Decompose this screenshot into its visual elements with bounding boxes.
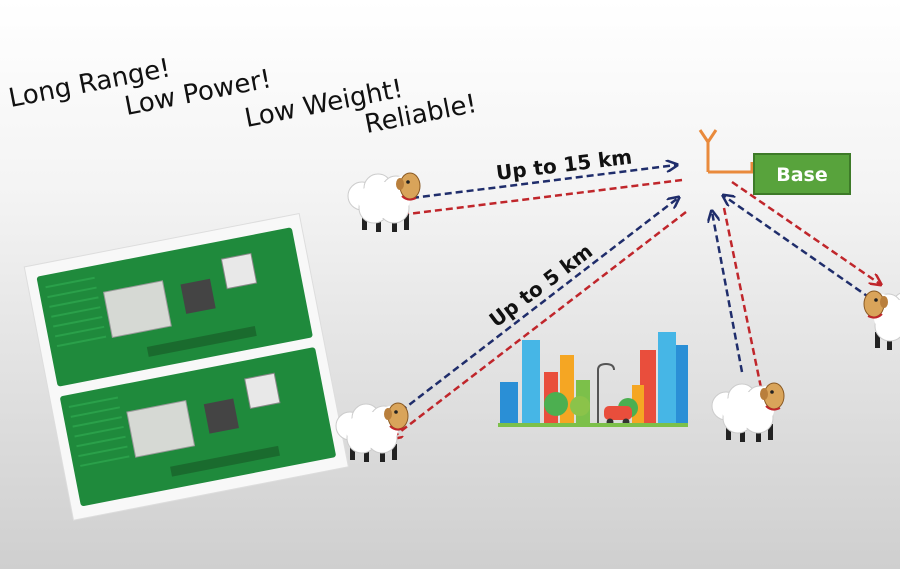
dev-boards-photo — [23, 212, 349, 521]
uplink-arrow-city — [391, 198, 678, 419]
range-label-city: Up to 5 km — [485, 239, 598, 332]
downlink-arrow-bottom — [722, 207, 766, 412]
uplink-arrow-bottom — [712, 212, 744, 373]
antenna-icon — [698, 129, 754, 174]
downlink-arrow-city — [392, 211, 687, 438]
uplink-arrow-right — [724, 196, 871, 300]
range-label-far: Up to 15 km — [495, 144, 634, 184]
city-illustration — [498, 332, 688, 427]
sheep-right — [863, 290, 900, 351]
base-label: Base — [776, 164, 828, 186]
sheep-far — [347, 172, 421, 233]
base-station: Base — [753, 153, 851, 195]
uplink-arrow-far — [411, 165, 676, 200]
sheep-city — [335, 402, 409, 463]
sheep-bottom — [711, 382, 785, 443]
downlink-arrow-right — [731, 180, 880, 284]
downlink-arrow-far — [392, 178, 683, 216]
